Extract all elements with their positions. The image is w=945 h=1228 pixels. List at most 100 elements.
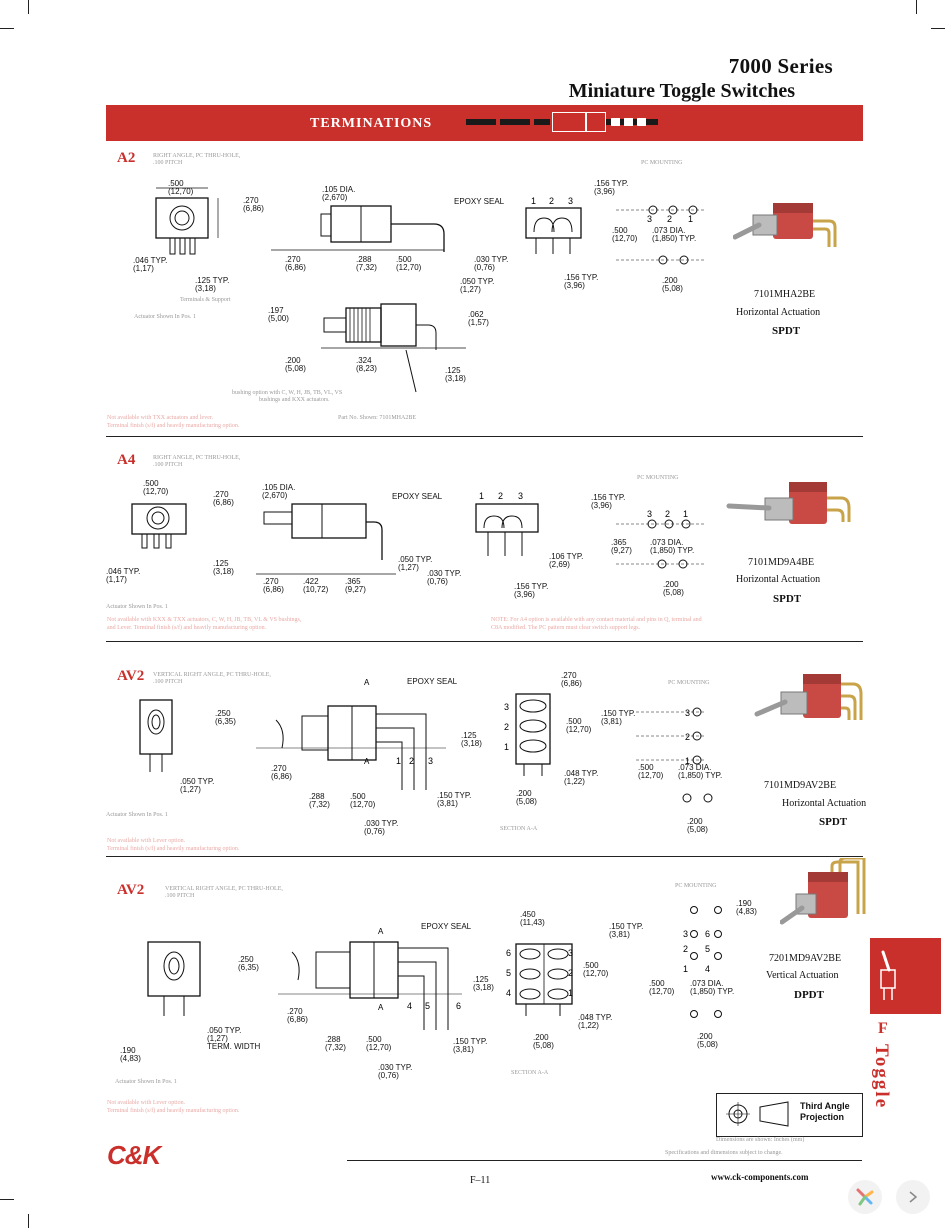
svg-text:2: 2 bbox=[665, 509, 670, 519]
toggle-icon bbox=[880, 950, 896, 1000]
actuation-type: Horizontal Actuation bbox=[736, 307, 821, 318]
third-angle-label: Third Angle Projection bbox=[800, 1101, 850, 1122]
pole-type: SPDT bbox=[773, 593, 802, 605]
section-note: RIGHT ANGLE, PC THRU-HOLE,.100 PITCH bbox=[153, 455, 241, 469]
dim-label: .106 TYP. (2,69) bbox=[549, 552, 584, 569]
pin-label: 3 bbox=[428, 756, 433, 766]
dim-label: .288 (7,32) bbox=[309, 792, 330, 809]
svg-text:6: 6 bbox=[506, 948, 511, 958]
side-tab-letter: F bbox=[878, 1020, 888, 1037]
dim-label: .050 TYP. (1,27) bbox=[398, 555, 433, 572]
footer-rule bbox=[347, 1160, 862, 1161]
pin-label: 6 bbox=[456, 1001, 461, 1011]
crop-mark bbox=[931, 28, 945, 29]
dim-label: .150 TYP. (3,81) bbox=[453, 1037, 488, 1054]
dim-label: .288 (7,32) bbox=[356, 255, 377, 272]
dim-label: .197 (5,00) bbox=[268, 306, 289, 323]
ordering-code-box bbox=[552, 112, 586, 132]
dim-label: .500 (12,70) bbox=[638, 763, 664, 780]
svg-text:3: 3 bbox=[568, 948, 573, 958]
dim-label: .062 (1,57) bbox=[468, 310, 489, 327]
dim-label: .500 (12,70) bbox=[168, 179, 194, 196]
website-link[interactable]: www.ck-components.com bbox=[711, 1172, 809, 1182]
availability-note: Not available with Lever option.Terminal… bbox=[107, 838, 240, 852]
pin-label: 1 bbox=[479, 491, 484, 501]
dim-label: .125 (3,18) bbox=[213, 559, 234, 576]
dim-label: .422 (10,72) bbox=[303, 577, 329, 594]
switch-photo bbox=[726, 482, 851, 524]
switch-photo bbox=[780, 858, 866, 925]
pin-label: 3 bbox=[568, 196, 573, 206]
section-code: AV2 bbox=[117, 668, 145, 684]
ordering-code-square bbox=[611, 118, 620, 126]
crop-mark bbox=[0, 1199, 14, 1200]
svg-text:2: 2 bbox=[667, 214, 672, 224]
pc-pin-label: 5 bbox=[705, 944, 710, 954]
dim-label: .073 DIA. (1,850) TYP. bbox=[690, 979, 735, 996]
svg-text:2: 2 bbox=[568, 968, 573, 978]
projection-icon bbox=[726, 1101, 789, 1127]
crop-mark bbox=[28, 0, 29, 14]
dim-label: .500 (12,70) bbox=[649, 979, 675, 996]
dim-label: .150 TYP. (3,81) bbox=[609, 922, 644, 939]
epoxy-seal-label: EPOXY SEAL bbox=[407, 677, 458, 686]
dim-label: .156 TYP. (3,96) bbox=[594, 179, 629, 196]
pole-type: SPDT bbox=[819, 816, 848, 828]
pc-mounting-label: PC MOUNTING bbox=[675, 883, 717, 889]
section-code: A2 bbox=[117, 150, 136, 166]
ck-logo: C&K bbox=[107, 1140, 161, 1170]
dim-label: .073 DIA. (1,850) TYP. bbox=[652, 226, 697, 243]
dim-label: .105 DIA. (2,670) bbox=[322, 185, 356, 202]
ordering-code-bar bbox=[534, 119, 550, 125]
dim-label: .250 (6,35) bbox=[215, 709, 236, 726]
dim-label: .125 TYP. (3,18) bbox=[195, 276, 230, 293]
drawing-note: bushing option with C, W, H, JB, TB, VL,… bbox=[232, 390, 343, 404]
viewer-logo-icon bbox=[856, 1188, 874, 1206]
dim-label: .270 (6,86) bbox=[263, 577, 284, 594]
av2-drawing: A A 1 2 3 3 2 1 321 bbox=[139, 678, 713, 803]
drawing-note: Actuator Shown In Pos. 1 bbox=[106, 604, 168, 610]
dim-label: .365 (9,27) bbox=[611, 538, 632, 555]
availability-note: Not available with KXX & TXX actuators, … bbox=[107, 617, 302, 631]
svg-text:1: 1 bbox=[688, 214, 693, 224]
pc-pin-label: 4 bbox=[705, 964, 710, 974]
pc-pin-label: 3 bbox=[683, 929, 688, 939]
chevron-right-icon bbox=[909, 1191, 918, 1203]
dim-label: .030 TYP. (0,76) bbox=[364, 819, 399, 836]
product-title: Miniature Toggle Switches bbox=[568, 80, 795, 102]
ordering-code-bar bbox=[500, 119, 530, 125]
pin-label: 2 bbox=[409, 756, 414, 766]
dim-label: .030 TYP. (0,76) bbox=[474, 255, 509, 272]
svg-text:2: 2 bbox=[504, 722, 509, 732]
dim-label: .200 (5,08) bbox=[697, 1032, 718, 1049]
dim-label: .500 (12,70) bbox=[396, 255, 422, 272]
dim-label: .030 TYP. (0,76) bbox=[378, 1063, 413, 1080]
dim-label: .288 (7,32) bbox=[325, 1035, 346, 1052]
dim-label: .270 (6,86) bbox=[287, 1007, 308, 1024]
dim-label: .105 DIA. (2,670) bbox=[262, 483, 296, 500]
drawing-note: Actuator Shown In Pos. 1 bbox=[134, 314, 196, 320]
part-number: 7101MD9A4BE bbox=[748, 557, 815, 568]
actuation-type: Horizontal Actuation bbox=[782, 798, 867, 809]
dim-label: .250 (6,35) bbox=[238, 955, 259, 972]
section-a-mark: A bbox=[364, 757, 370, 766]
dim-label: .190 (4,83) bbox=[736, 899, 757, 916]
pc-mounting-label: PC MOUNTING bbox=[641, 160, 683, 166]
banner-title: TERMINATIONS bbox=[310, 116, 433, 131]
next-page-button[interactable] bbox=[896, 1180, 930, 1214]
svg-text:1: 1 bbox=[683, 509, 688, 519]
dim-label: .050 TYP. (1,27) bbox=[460, 277, 495, 294]
third-angle-box bbox=[716, 1093, 863, 1137]
svg-text:5: 5 bbox=[506, 968, 511, 978]
dim-label: .500 (12,70) bbox=[143, 479, 169, 496]
ordering-code-bar bbox=[466, 119, 496, 125]
pc-pin-label: 2 bbox=[683, 944, 688, 954]
section-a-mark: A bbox=[378, 1003, 384, 1012]
side-tab-word: Toggle bbox=[871, 1044, 892, 1110]
drawing-note: Actuator Shown In Pos. 1 bbox=[106, 812, 168, 818]
pin-label: 4 bbox=[407, 1001, 412, 1011]
svg-text:3: 3 bbox=[647, 214, 652, 224]
dim-label: .046 TYP. (1,17) bbox=[133, 256, 168, 273]
dim-label: .200 (5,08) bbox=[533, 1033, 554, 1050]
